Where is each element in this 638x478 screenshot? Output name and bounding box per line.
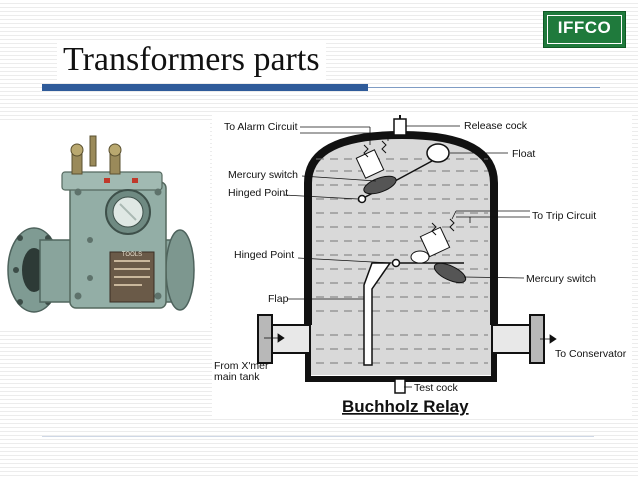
slide-title: Transformers parts <box>57 40 326 80</box>
inlet-flange <box>257 314 273 364</box>
lower-hinge <box>391 258 401 268</box>
diagram-caption: Buchholz Relay <box>342 397 469 416</box>
housing-bolt <box>87 237 93 243</box>
relay-schematic: To Alarm Circuit Release cock Float Merc… <box>214 115 627 416</box>
label-to-conservator: To Conservator <box>555 348 627 360</box>
logo-border <box>547 15 622 44</box>
right-flange <box>165 229 195 311</box>
test-cock <box>394 378 406 394</box>
flange-bolt <box>17 235 23 241</box>
release-cock <box>393 118 407 136</box>
outlet-pipe <box>491 324 533 354</box>
label-test-cock: Test cock <box>414 382 459 394</box>
title-rule-line <box>368 87 600 88</box>
release-valve-stem <box>89 135 97 167</box>
nameplate-line <box>114 260 150 262</box>
terminal-cap <box>70 143 84 157</box>
terminal-cap <box>108 143 122 157</box>
lower-switch-housing <box>419 226 451 258</box>
iffco-logo: IFFCO <box>543 11 626 48</box>
logo-text: IFFCO <box>557 18 612 37</box>
red-marker <box>104 178 110 183</box>
nameplate-line <box>114 268 150 270</box>
relay-photo: TOOLS <box>0 120 210 330</box>
label-from-main-tank-line2: main tank <box>214 371 260 383</box>
upper-hinge <box>357 194 367 204</box>
relay-top-cover <box>61 171 163 191</box>
float <box>426 143 450 163</box>
housing-bolt <box>74 188 82 196</box>
housing-bolt <box>87 275 93 281</box>
relay-photo-illustration: TOOLS <box>7 135 195 313</box>
buchholz-relay-diagram: To Alarm Circuit Release cock Float Merc… <box>212 113 632 418</box>
footer-rule <box>42 436 594 437</box>
red-marker <box>132 178 138 183</box>
title-underline-bar <box>42 84 368 91</box>
upper-mercury-switch <box>363 175 397 195</box>
housing-bolt <box>154 188 162 196</box>
label-release-cock: Release cock <box>464 120 528 132</box>
lower-float <box>410 250 430 264</box>
lower-mercury-switch <box>433 262 467 284</box>
label-hinged-point-top: Hinged Point <box>228 187 288 199</box>
housing-bolt <box>74 292 82 300</box>
label-mercury-switch-bottom: Mercury switch <box>526 273 596 285</box>
window-reflection <box>119 203 137 221</box>
nameplate-line <box>114 276 150 278</box>
housing-bolt <box>154 292 162 300</box>
inlet-pipe <box>269 324 311 354</box>
flange-bolt <box>13 267 19 273</box>
flange-bolt <box>17 299 23 305</box>
label-float: Float <box>512 148 535 160</box>
leader-lines <box>264 125 557 388</box>
label-to-alarm-circuit: To Alarm Circuit <box>224 121 298 133</box>
nameplate-line <box>114 284 142 286</box>
label-hinged-point-bottom: Hinged Point <box>234 249 294 261</box>
oil-level-dashes <box>316 158 488 364</box>
label-flap: Flap <box>268 293 289 305</box>
label-mercury-switch-top: Mercury switch <box>228 169 298 181</box>
label-to-trip-circuit: To Trip Circuit <box>532 210 596 222</box>
nameplate-text: TOOLS <box>122 252 142 258</box>
label-from-main-tank-line1: From X'mer <box>214 360 269 372</box>
